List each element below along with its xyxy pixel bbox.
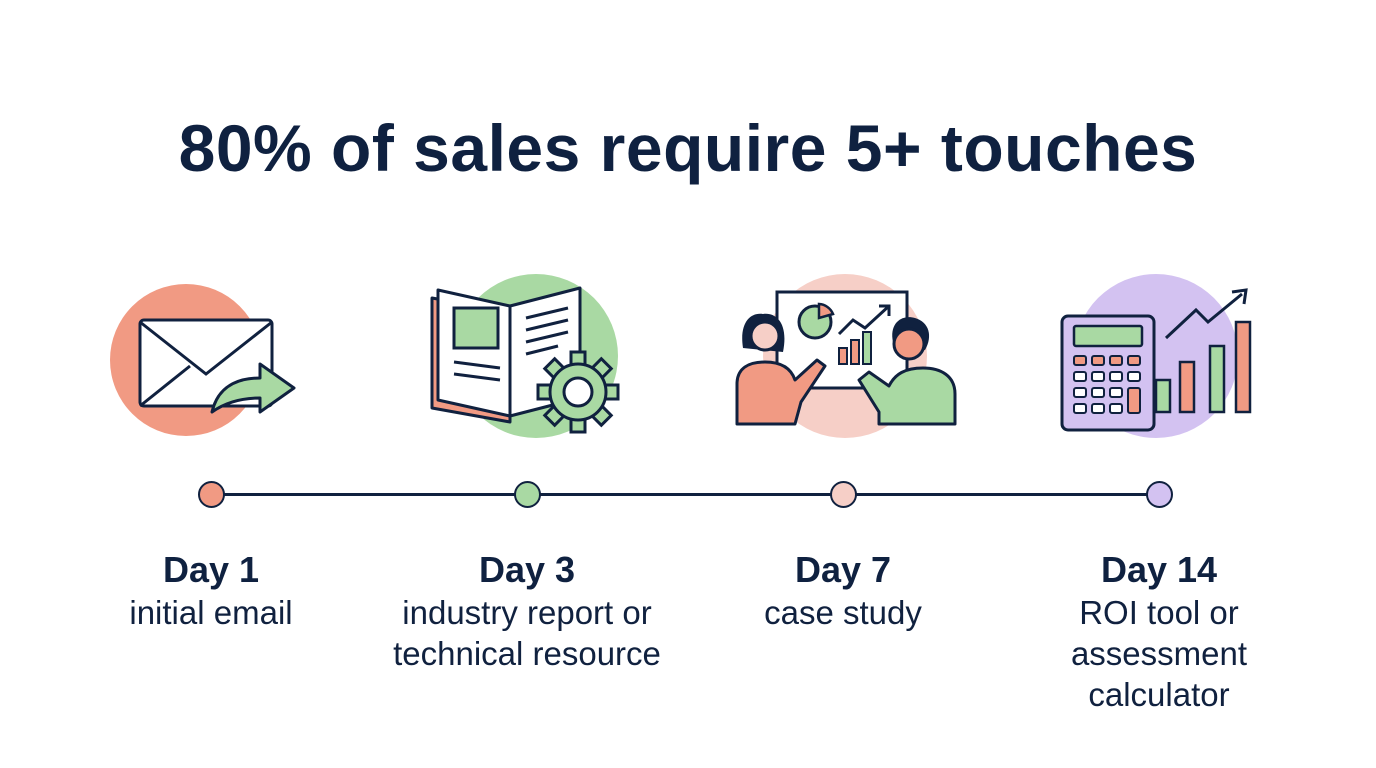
email-forward-icon — [102, 262, 332, 452]
step-day: Day 3 — [478, 549, 576, 590]
step-day: Day 7 — [794, 549, 892, 590]
step-description: initial email — [129, 594, 293, 631]
presentation-people-icon — [729, 262, 959, 452]
timeline-dot-day-7 — [830, 481, 857, 508]
report-gear-icon — [418, 262, 648, 452]
timeline-dot-day-3 — [514, 481, 541, 508]
step-description: industry report or — [402, 594, 652, 631]
timeline-dot-day-14 — [1146, 481, 1173, 508]
timeline-dot-day-1 — [198, 481, 225, 508]
calculator-growth-icon — [1046, 262, 1276, 452]
step-description: ROI tool or — [1079, 594, 1239, 631]
step-label: Day 7 case study — [673, 548, 1013, 633]
page-title: 80% of sales require 5+ touches — [178, 111, 1198, 185]
step-day: Day 14 — [1100, 549, 1218, 590]
step-label: Day 14 ROI tool or assessment calculator — [989, 548, 1329, 715]
step-label: Day 3 industry report or technical resou… — [357, 548, 697, 674]
timeline-line — [211, 493, 1159, 496]
step-description: calculator — [1088, 676, 1230, 713]
step-description: case study — [764, 594, 922, 631]
step-description: assessment — [1070, 635, 1248, 672]
step-day: Day 1 — [162, 549, 260, 590]
step-description: technical resource — [393, 635, 661, 672]
step-label: Day 1 initial email — [41, 548, 381, 633]
